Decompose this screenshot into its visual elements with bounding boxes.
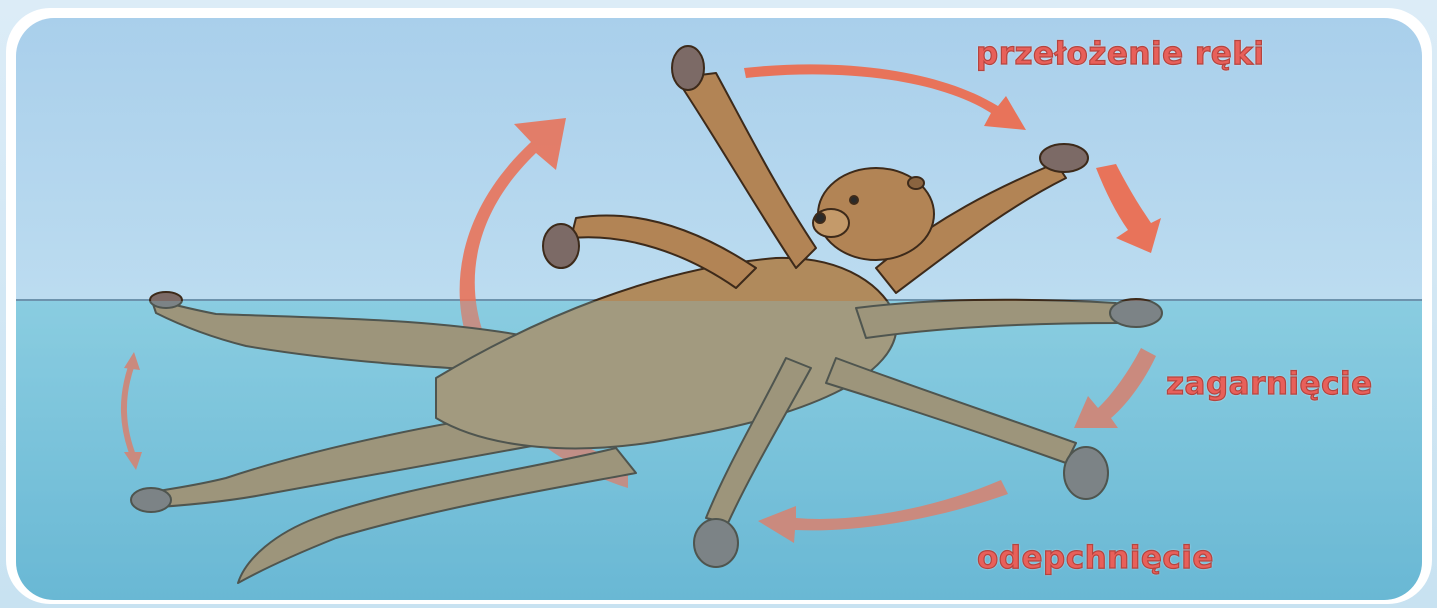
otter-eye	[850, 196, 858, 204]
otter-paw-top	[672, 46, 704, 90]
label-catch: zagarnięcie	[1166, 366, 1373, 402]
label-arm-recovery: przełożenie ręki	[976, 36, 1264, 72]
otter-paw-right-top	[1040, 144, 1088, 172]
otter-ear	[908, 177, 924, 189]
scene-illustration	[16, 18, 1422, 600]
otter-paw-left	[543, 224, 579, 268]
label-push: odepchnięcie	[977, 540, 1214, 576]
otter-nose	[815, 213, 825, 223]
swimming-scene	[16, 18, 1422, 600]
